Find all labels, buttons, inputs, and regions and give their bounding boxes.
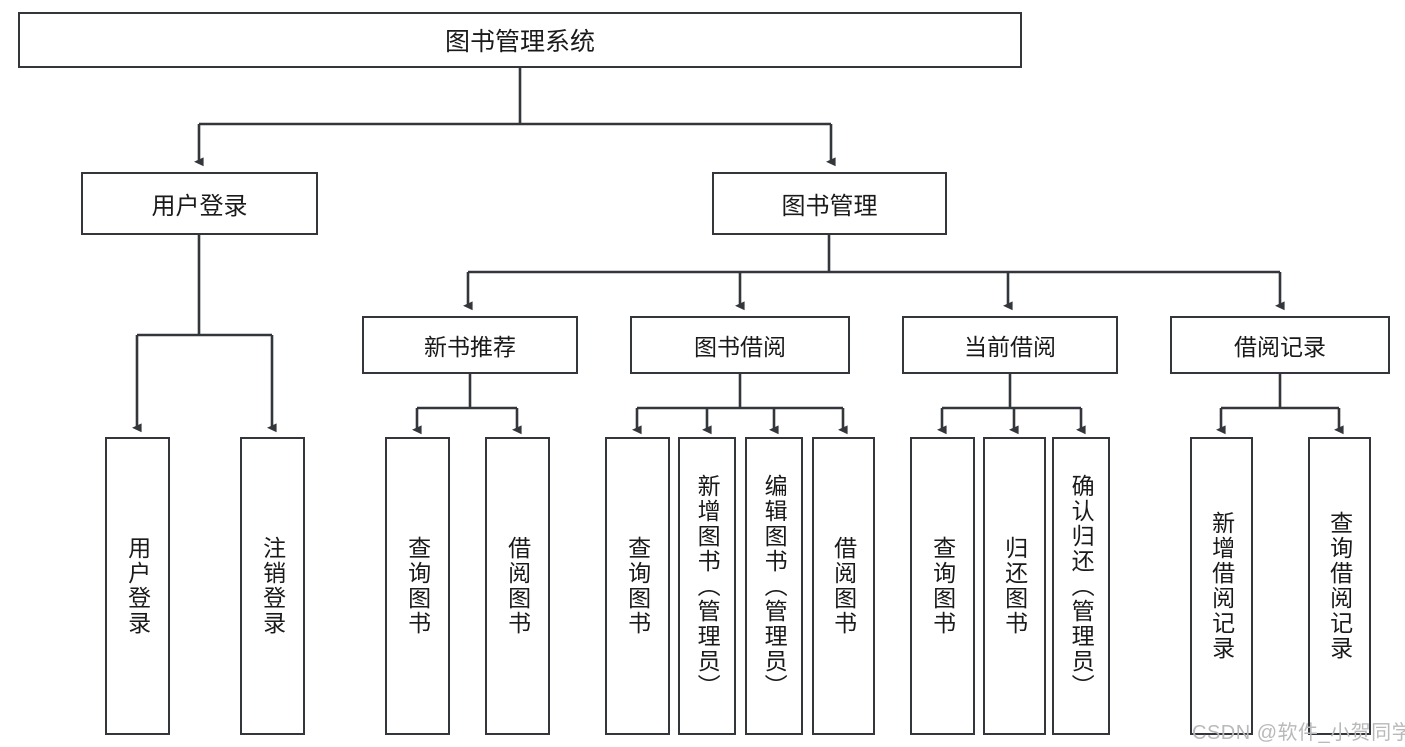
node-leaf-edit-book-admin[interactable]: 编辑图书（管理员）	[745, 437, 803, 735]
node-leaf-logout-label: 注销登录	[259, 536, 286, 636]
node-leaf-confirm-return-admin-label: 确认归还（管理员）	[1068, 473, 1095, 699]
node-leaf-query-book-borrow-label: 查询图书	[624, 536, 651, 636]
node-root-label: 图书管理系统	[444, 28, 595, 56]
node-leaf-query-book-cur-label: 查询图书	[929, 536, 956, 636]
node-leaf-add-borrow-record-label: 新增借阅记录	[1208, 511, 1235, 661]
node-new-book-recommend[interactable]: 新书推荐	[362, 316, 578, 374]
node-borrow-record-label: 借阅记录	[1234, 334, 1326, 360]
node-user-login-label: 用户登录	[151, 193, 248, 220]
node-leaf-borrow-book-label: 借阅图书	[830, 536, 857, 636]
node-book-borrow-label: 图书借阅	[694, 334, 786, 360]
node-leaf-query-book-cur[interactable]: 查询图书	[910, 437, 975, 735]
node-leaf-return-book[interactable]: 归还图书	[983, 437, 1046, 735]
node-leaf-query-book-borrow[interactable]: 查询图书	[605, 437, 670, 735]
node-leaf-return-book-label: 归还图书	[1001, 536, 1028, 636]
node-book-manage-label: 图书管理	[781, 193, 878, 220]
csdn-watermark: CSDN @软件_小贺同学	[1192, 722, 1405, 744]
node-leaf-borrow-book-rec-label: 借阅图书	[504, 536, 531, 636]
node-leaf-query-borrow-record[interactable]: 查询借阅记录	[1308, 437, 1371, 735]
node-leaf-borrow-book[interactable]: 借阅图书	[812, 437, 875, 735]
node-leaf-borrow-book-rec[interactable]: 借阅图书	[485, 437, 550, 735]
node-leaf-confirm-return-admin[interactable]: 确认归还（管理员）	[1052, 437, 1110, 735]
node-leaf-add-book-admin-label: 新增图书（管理员）	[694, 473, 721, 699]
node-current-borrow-label: 当前借阅	[964, 334, 1056, 360]
node-leaf-query-book-rec-label: 查询图书	[404, 536, 431, 636]
node-leaf-user-login[interactable]: 用户登录	[105, 437, 170, 735]
node-leaf-edit-book-admin-label: 编辑图书（管理员）	[761, 473, 788, 699]
node-leaf-add-borrow-record[interactable]: 新增借阅记录	[1190, 437, 1253, 735]
node-borrow-record[interactable]: 借阅记录	[1170, 316, 1390, 374]
node-root[interactable]: 图书管理系统	[18, 12, 1022, 68]
node-book-manage[interactable]: 图书管理	[712, 172, 947, 235]
node-new-book-recommend-label: 新书推荐	[424, 334, 516, 360]
node-leaf-user-login-label: 用户登录	[124, 536, 151, 636]
node-leaf-query-borrow-record-label: 查询借阅记录	[1326, 511, 1353, 661]
node-leaf-add-book-admin[interactable]: 新增图书（管理员）	[678, 437, 736, 735]
node-leaf-query-book-rec[interactable]: 查询图书	[385, 437, 450, 735]
node-current-borrow[interactable]: 当前借阅	[902, 316, 1118, 374]
node-user-login[interactable]: 用户登录	[81, 172, 318, 235]
node-leaf-logout[interactable]: 注销登录	[240, 437, 305, 735]
node-book-borrow[interactable]: 图书借阅	[630, 316, 850, 374]
